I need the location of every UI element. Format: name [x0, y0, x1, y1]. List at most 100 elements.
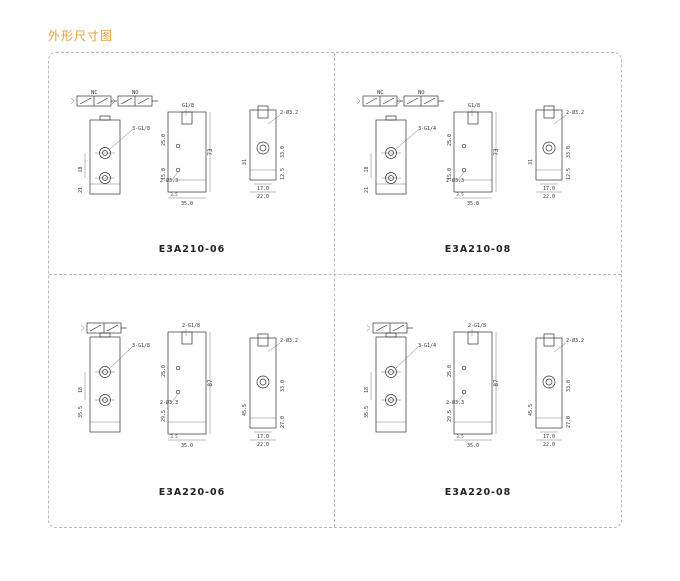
dim-right-w1: 17.0: [543, 186, 555, 192]
dim-right-w2: 22.0: [543, 442, 555, 448]
top-port-label: 2-G1/8: [182, 323, 200, 329]
model-label: E3A220-06: [158, 487, 226, 498]
dim-side-h2: 29.5: [447, 410, 453, 422]
dim-right-h2: 31: [242, 159, 248, 165]
dim-right-h3: 12.5: [280, 168, 286, 180]
dim-width: 35.0: [181, 201, 193, 207]
mount-hole: [461, 143, 467, 149]
leader-line: [395, 129, 419, 150]
dim-side-h1: 25.0: [161, 134, 167, 146]
mount-hole-label: 2-Ø3.3: [446, 177, 464, 184]
dim-front-h2: 35.5: [364, 406, 370, 418]
symbol-spring: [397, 97, 402, 105]
dim-right-w2: 22.0: [257, 194, 269, 200]
leader-line: [553, 342, 567, 353]
dimension-drawing: 3-G1/41835.52-G1/88725.029.52-Ø3.335.03.…: [364, 322, 584, 449]
top-port-block: [181, 111, 193, 125]
dim-right-h2: 31: [528, 159, 534, 165]
dim-right-h1: 33.0: [566, 146, 572, 158]
dim-front-h2: 21: [78, 187, 84, 193]
dim-side-h1: 25.0: [161, 365, 167, 377]
right-view-body: [535, 337, 563, 429]
leader-line: [109, 346, 133, 369]
port-label: 3-G1/8: [132, 343, 150, 349]
front-top-cap: [99, 332, 111, 338]
dim-right-w2: 22.0: [543, 194, 555, 200]
mount-hole: [175, 167, 181, 173]
dim-front-h1: 18: [364, 387, 370, 393]
dim-right-w1: 17.0: [543, 434, 555, 440]
symbol-label: NO: [418, 90, 425, 96]
symbol-spring: [356, 97, 361, 105]
top-port-block: [181, 331, 193, 345]
symbol-label: NO: [132, 90, 139, 96]
symbol-arrow: [96, 97, 109, 105]
right-port: [256, 375, 270, 389]
vertical-divider: [334, 53, 335, 527]
mount-hole: [461, 365, 467, 371]
right-port-inner: [545, 378, 553, 386]
dim-small: 3.5: [456, 434, 464, 439]
right-top-block: [257, 333, 269, 347]
front-view-body: [375, 119, 407, 195]
dim-right-h1: 33.0: [280, 146, 286, 158]
leader-line: [395, 346, 419, 369]
right-port: [256, 141, 270, 155]
dim-right-h2: 45.5: [242, 404, 248, 416]
dim-right-w1: 17.0: [257, 186, 269, 192]
port-label: 3-G1/4: [418, 126, 436, 132]
dim-side-h2: 29.5: [161, 410, 167, 422]
leader-line: [171, 171, 179, 181]
right-port: [542, 375, 556, 389]
dim-side-h1: 25.0: [447, 134, 453, 146]
model-label: E3A220-08: [444, 487, 512, 498]
front-view-body: [375, 336, 407, 433]
side-hole-label: 2-Ø3.2: [566, 109, 584, 116]
symbol-arrow: [120, 97, 133, 105]
dim-right-h3: 27.0: [566, 416, 572, 428]
right-view-body: [249, 337, 277, 429]
dim-front-h2: 21: [364, 187, 370, 193]
dim-overall-height: 73: [207, 148, 214, 156]
mount-hole: [461, 389, 467, 395]
symbol-arrow: [89, 324, 102, 332]
mount-hole: [175, 389, 181, 395]
symbol-arrow: [382, 97, 395, 105]
dim-right-h1: 33.0: [566, 380, 572, 392]
right-port-inner: [259, 144, 267, 152]
leader-line: [267, 342, 281, 353]
top-port-label: G1/8: [468, 103, 480, 109]
drawing-frame: [48, 52, 622, 528]
dim-width: 35.0: [467, 201, 479, 207]
dim-right-h2: 45.5: [528, 404, 534, 416]
model-label: E3A210-08: [444, 244, 512, 255]
side-view-body: [453, 331, 493, 435]
symbol-arrow: [79, 97, 92, 105]
dim-right-h3: 12.5: [566, 168, 572, 180]
right-view-body: [535, 109, 563, 181]
dim-right-h1: 33.0: [280, 380, 286, 392]
symbol-arrow: [406, 97, 419, 105]
dim-small: 3.5: [456, 192, 464, 197]
page-title: 外形尺寸图: [48, 29, 114, 43]
symbol-spring: [80, 324, 85, 332]
leader-line: [267, 114, 281, 125]
symbol-arrow: [365, 97, 378, 105]
dim-right-w1: 17.0: [257, 434, 269, 440]
top-port-block: [467, 111, 479, 125]
right-top-block: [543, 333, 555, 347]
dim-width: 35.0: [467, 443, 479, 449]
symbol-label: NC: [91, 90, 98, 96]
mount-hole-label: 2-Ø3.3: [160, 399, 178, 406]
front-top-cap: [99, 115, 111, 121]
top-port-block: [467, 331, 479, 345]
mount-hole: [461, 167, 467, 173]
leader-line: [457, 393, 465, 403]
right-view-body: [249, 109, 277, 181]
symbol-spring: [111, 97, 116, 105]
dimension-drawing: 3-G1/81835.52-G1/88725.029.52-Ø3.335.03.…: [78, 322, 298, 449]
symbol-spring: [70, 97, 75, 105]
side-hole-label: 2-Ø3.2: [566, 337, 584, 344]
